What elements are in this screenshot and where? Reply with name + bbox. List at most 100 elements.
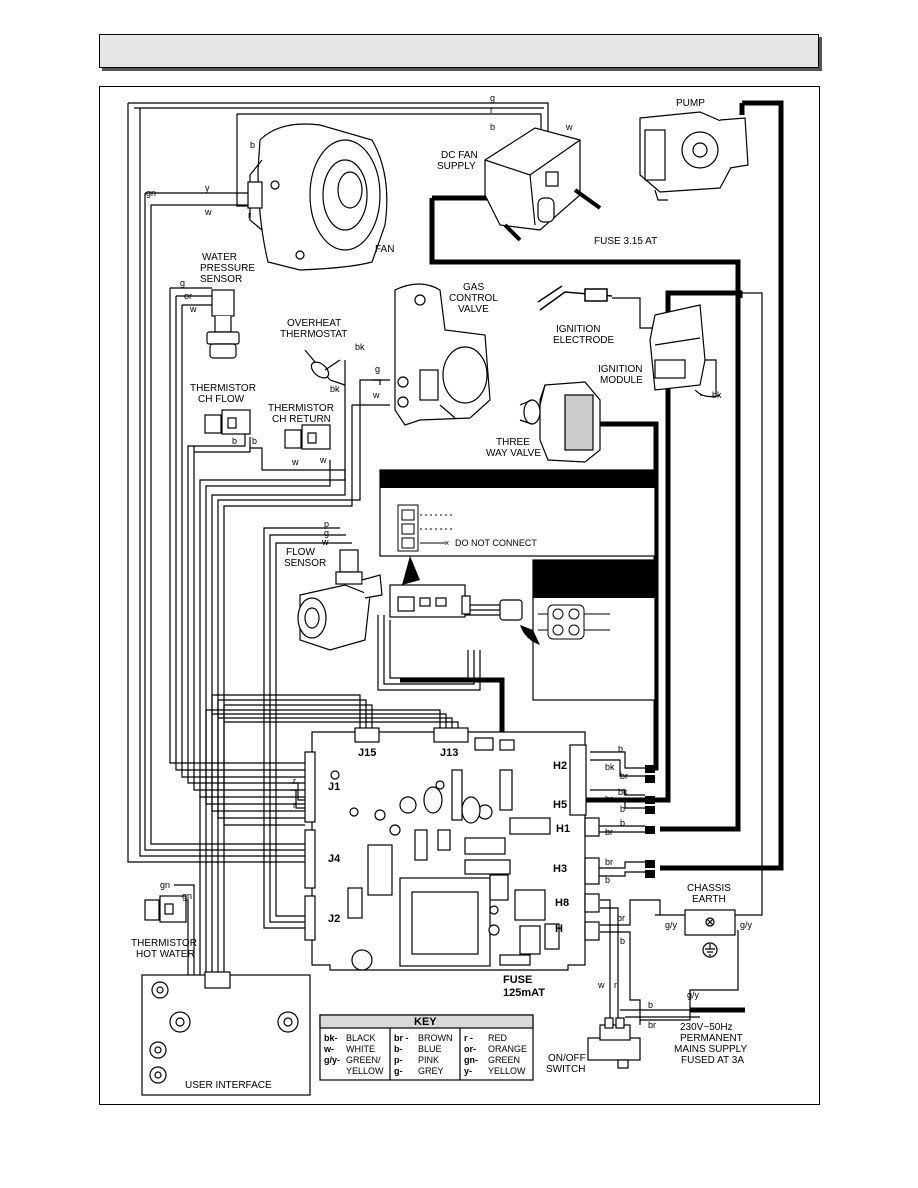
label-mains-2: PERMANENT xyxy=(680,1033,743,1044)
chassis-earth xyxy=(684,909,736,958)
wire-r: r xyxy=(248,210,251,220)
label-three-way-1: THREE xyxy=(496,437,530,448)
wire-g: g xyxy=(324,528,329,538)
wire-b: b xyxy=(232,436,237,446)
overheat-thermostat xyxy=(304,349,346,386)
label-onoff-1: ON/OFF xyxy=(548,1053,586,1064)
wire-y: y xyxy=(205,183,210,193)
key-text: KEY bk- BLACK w- WHITE g/y- GREEN/ YELLO… xyxy=(323,1016,527,1076)
label-mains-1: 230V~50Hz xyxy=(680,1022,733,1033)
label-user-interface: USER INTERFACE xyxy=(185,1080,272,1091)
connector-labels: J15 J13 J1 J4 J2 H2 H5 H1 H3 H8 H xyxy=(328,747,570,935)
label-fuse-main-2: 125mAT xyxy=(503,987,545,999)
wire-b: b xyxy=(620,818,625,828)
wire-r: r xyxy=(293,776,296,786)
pcb-right-connectors xyxy=(645,765,655,878)
key-c2-0-name: BROWN xyxy=(418,1033,453,1043)
interlock-inset xyxy=(520,559,656,701)
label-water-pressure-3: SENSOR xyxy=(200,274,242,285)
on-off-switch xyxy=(587,1017,641,1069)
wire-b: b xyxy=(250,140,255,150)
label-three-way-2: WAY VALVE xyxy=(486,448,541,459)
key-c1-1-name: WHITE xyxy=(346,1044,375,1054)
user-interface xyxy=(141,971,311,1096)
key-c2-0-code: br - xyxy=(394,1033,409,1043)
key-c1-1-code: w- xyxy=(323,1044,334,1054)
wire-bk: bk xyxy=(605,762,615,772)
label-therm-return-1: THERMISTOR xyxy=(268,403,334,414)
title-bar xyxy=(99,34,819,68)
label-therm-hw-1: THERMISTOR xyxy=(131,938,197,949)
pump xyxy=(639,111,749,201)
label-j15: J15 xyxy=(358,747,376,759)
label-water-pressure-2: PRESSURE xyxy=(200,263,255,274)
wire-r: r xyxy=(490,105,493,115)
label-gas-valve-1: GAS xyxy=(463,282,484,293)
wire-p: p xyxy=(324,519,329,529)
wire-bk: bk xyxy=(355,342,365,352)
key-c2-3-name: GREY xyxy=(418,1066,444,1076)
wire-g: g xyxy=(490,93,495,103)
key-c1-0-code: bk- xyxy=(324,1033,338,1043)
wire-b: b xyxy=(605,875,610,885)
wire-bk: bk xyxy=(330,384,340,394)
label-overheat-1: OVERHEAT xyxy=(287,318,341,329)
wire-w: w xyxy=(319,455,327,465)
wire-b: b xyxy=(490,122,495,132)
diagram-frame xyxy=(99,86,820,1105)
label-mains-3: MAINS SUPPLY xyxy=(674,1044,747,1055)
label-overheat-2: THERMOSTAT xyxy=(280,329,347,340)
wire-b: b xyxy=(252,436,257,446)
label-ign-electrode-2: ELECTRODE xyxy=(553,335,614,346)
wire-w: w xyxy=(321,537,329,547)
thermistor-ch-flow xyxy=(204,409,251,435)
label-ign-electrode-1: IGNITION xyxy=(556,324,600,335)
label-fuse-315: FUSE 3.15 AT xyxy=(594,236,657,247)
wire-g: g xyxy=(180,278,185,288)
gas-control-valve xyxy=(394,283,491,426)
wire-w: w xyxy=(372,390,380,400)
label-gas-valve-2: CONTROL xyxy=(449,293,498,304)
ignition-electrode xyxy=(537,285,613,311)
wire-gy: g/y xyxy=(687,990,700,1000)
wire-r: r xyxy=(293,800,296,810)
label-therm-hw-2: HOT WATER xyxy=(136,949,195,960)
label-water-pressure-1: WATER xyxy=(202,252,237,263)
wire-br: br xyxy=(617,913,625,923)
thermistor-ch-return xyxy=(284,424,331,450)
label-flow-sensor-2: SENSOR xyxy=(284,558,326,569)
water-pressure-sensor xyxy=(206,289,240,359)
label-onoff-2: SWITCH xyxy=(546,1064,585,1075)
wire-bk: bk xyxy=(712,390,722,400)
main-pcb xyxy=(304,727,600,971)
label-chassis-2: EARTH xyxy=(692,894,726,905)
wire-gn: gn xyxy=(182,891,192,901)
key-table xyxy=(319,1014,534,1081)
wire-bk: bk xyxy=(618,787,628,797)
wire-br: br xyxy=(648,1020,656,1030)
flow-sensor xyxy=(297,549,383,651)
label-h8: H8 xyxy=(555,897,569,909)
label-h1: H1 xyxy=(556,823,570,835)
label-h: H xyxy=(555,923,563,935)
wire-labels: g r b w b gn y w r g or w bk bk g w b b … xyxy=(146,93,753,1030)
key-title: KEY xyxy=(414,1016,437,1028)
key-c3-1-name: ORANGE xyxy=(488,1044,527,1054)
wire-gy: g/y xyxy=(740,920,753,930)
label-fan: FAN xyxy=(375,244,394,255)
wire-r: r xyxy=(614,980,617,990)
label-dc-fan-supply-2: SUPPLY xyxy=(437,161,476,172)
key-c1-2-code: g/y- xyxy=(324,1055,340,1065)
label-h3: H3 xyxy=(553,863,567,875)
label-j1: J1 xyxy=(328,781,340,793)
key-c3-0-name: RED xyxy=(488,1033,508,1043)
harness-wires xyxy=(127,102,763,1025)
label-mains-4: FUSED AT 3A xyxy=(681,1055,744,1066)
wire-gn: gn xyxy=(146,188,156,198)
wire-gy: g/y xyxy=(665,920,678,930)
wire-gn: gn xyxy=(160,880,170,890)
key-c2-2-name: PINK xyxy=(418,1055,439,1065)
key-c3-2-code: gn- xyxy=(464,1055,478,1065)
key-c2-1-name: BLUE xyxy=(418,1044,442,1054)
